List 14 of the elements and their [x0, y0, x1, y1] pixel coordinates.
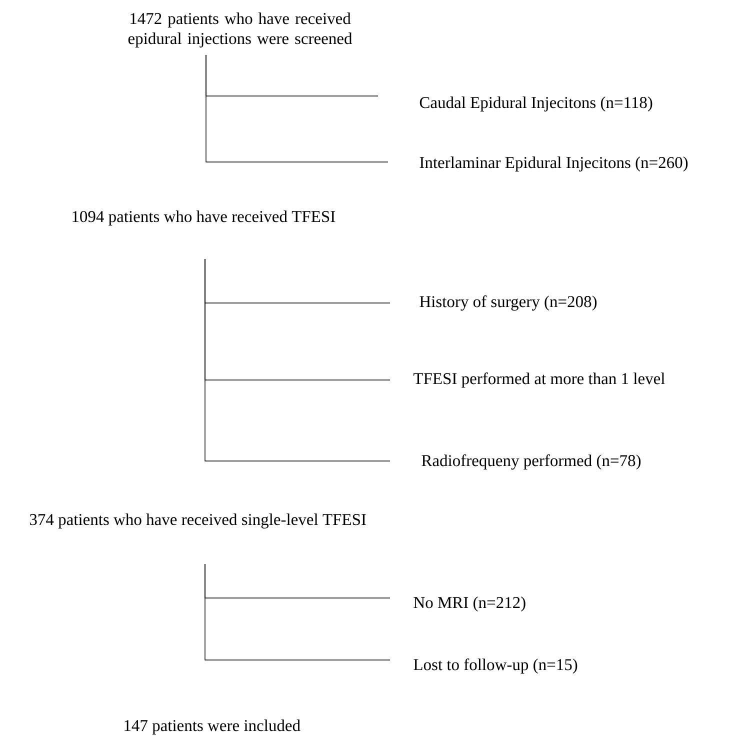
connector-line — [204, 564, 390, 660]
flow-step-text: Lost to follow-up (n=15) — [414, 658, 578, 674]
connector-line — [204, 258, 390, 462]
flow-step-text: TFESI performed at more than 1 level — [414, 372, 665, 388]
flow-step-text: Caudal Epidural Injecitons (n=118) — [420, 96, 652, 112]
flow-step-text: Interlaminar Epidural Injecitons (n=260) — [420, 156, 688, 172]
connector-line — [206, 54, 388, 162]
flow-step-text: 1094 patients who have received TFESI — [72, 210, 336, 226]
flow-step-text: Radiofrequeny performed (n=78) — [422, 454, 641, 470]
flow-step-text: No MRI (n=212) — [414, 596, 526, 612]
flow-step-text: 1472 patients who have received epidural injections were screened — [128, 12, 352, 48]
flow-step-text: 147 patients were included — [124, 720, 300, 734]
flow-step-text: History of surgery (n=208) — [420, 295, 597, 311]
flow-step-text: 374 patients who have received single-level TFESI — [30, 514, 366, 528]
